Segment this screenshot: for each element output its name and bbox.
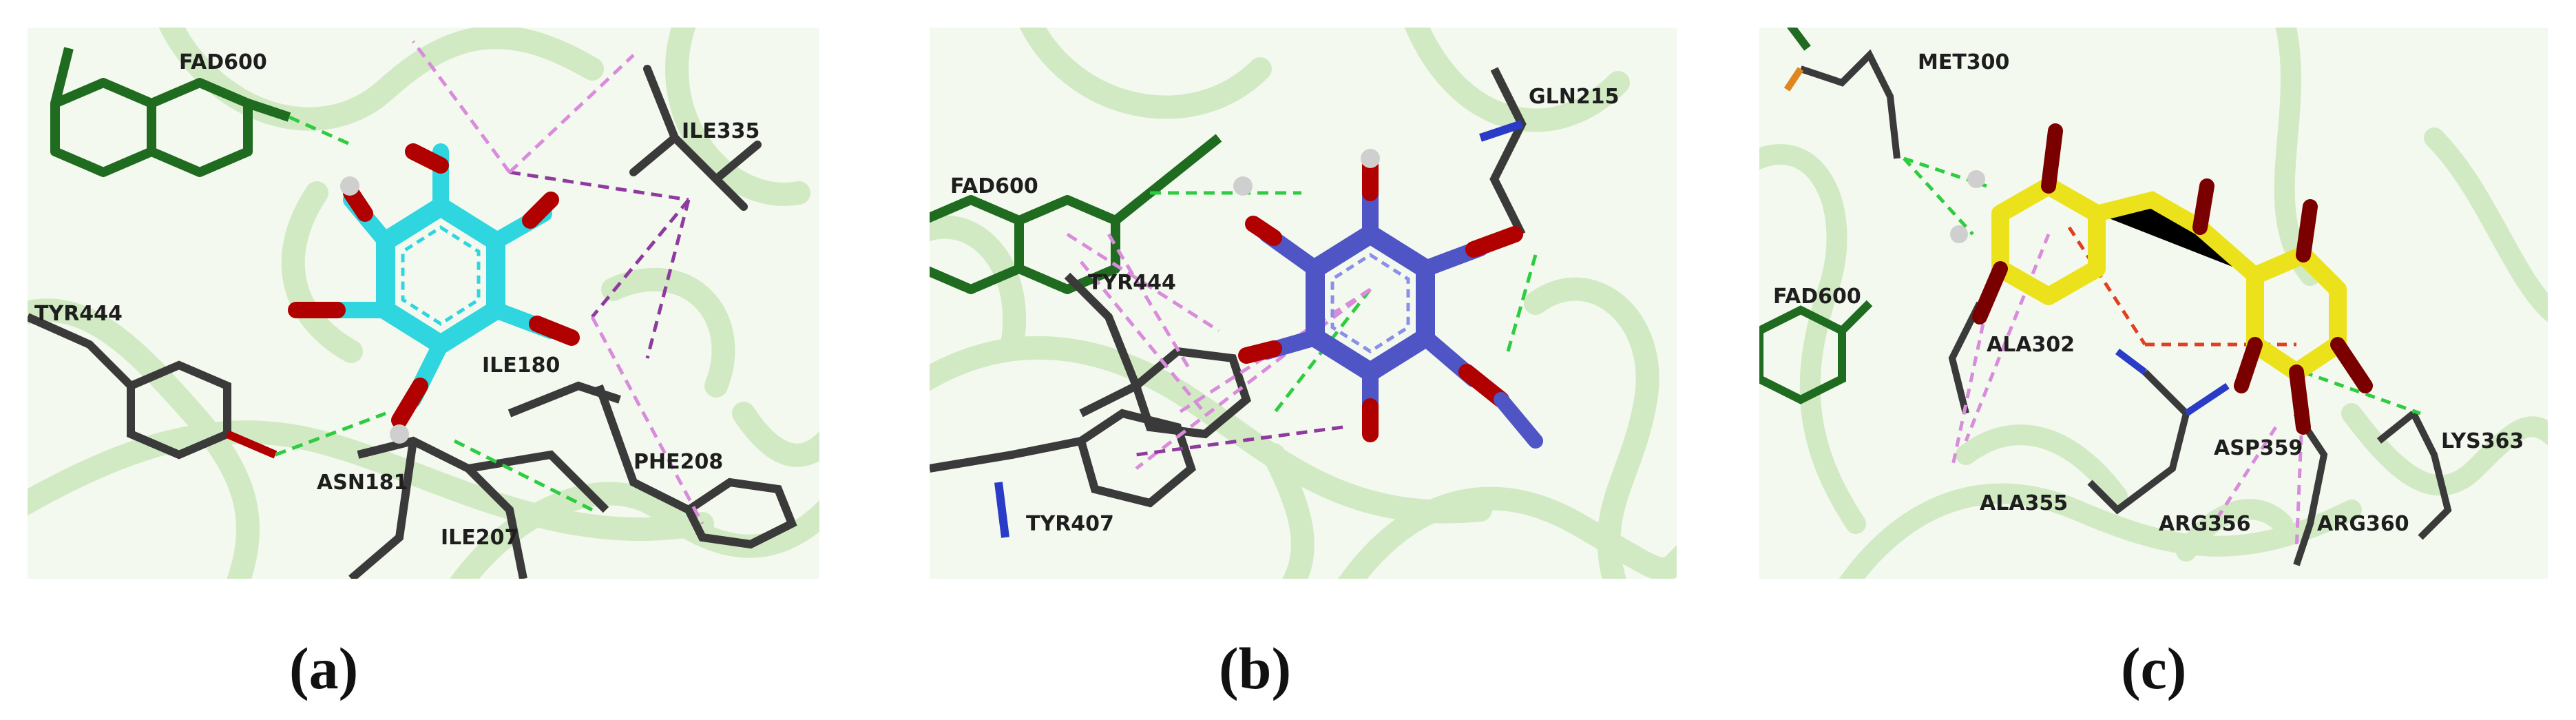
panel-b-docking-view: FAD600 GLN215 TYR444 TYR407 [930, 28, 1677, 579]
panel-b-molecular-render: FAD600 GLN215 TYR444 TYR407 [930, 28, 1677, 579]
caption-c: (c) [2121, 635, 2187, 701]
label-fad600: FAD600 [1773, 285, 1861, 309]
label-arg356: ARG356 [2159, 512, 2251, 536]
label-tyr444: TYR444 [34, 302, 123, 326]
label-ala355: ALA355 [1980, 491, 2068, 515]
protein-ribbons [1759, 28, 2548, 579]
lower-residues [1948, 301, 2452, 566]
label-arg360: ARG360 [2317, 512, 2409, 536]
label-phe208: PHE208 [633, 450, 723, 474]
interaction-lines [1903, 156, 2421, 552]
label-ile180: ILE180 [482, 353, 560, 378]
caption-b: (b) [1219, 635, 1292, 701]
label-ala302: ALA302 [1987, 333, 2075, 357]
interaction-lines [275, 40, 704, 525]
fad600-molecule [1759, 28, 1873, 404]
asn181-ile207-residues [348, 381, 621, 579]
protein-ribbons [930, 28, 1677, 579]
gln215-residue [1479, 67, 1527, 236]
label-met300: MET300 [1918, 50, 2009, 74]
label-asn181: ASN181 [317, 471, 408, 495]
label-tyr407: TYR407 [1026, 512, 1114, 536]
ligand-c [1950, 123, 2373, 435]
ligand-a [288, 143, 580, 444]
ile335-residue [629, 65, 762, 211]
panel-a-docking-view: FAD600 ILE335 TYR444 ILE180 PHE208 ASN18… [28, 28, 819, 579]
tyr444-tyr407-residues [930, 272, 1251, 538]
tyr444-residue [28, 313, 278, 460]
ligand-b [1233, 149, 1543, 449]
panel-a-molecular-render: FAD600 ILE335 TYR444 ILE180 PHE208 ASN18… [28, 28, 819, 579]
label-ile207: ILE207 [441, 526, 519, 550]
panel-c-molecular-render: MET300 FAD600 ALA302 ASP359 LYS363 ALA35… [1759, 28, 2548, 579]
fad600-molecule [930, 134, 1222, 294]
label-fad600: FAD600 [950, 174, 1038, 198]
fad600-molecule [50, 47, 291, 177]
label-asp359: ASP359 [2214, 436, 2303, 460]
caption-a: (a) [289, 635, 359, 701]
met300-residue [1783, 49, 1900, 159]
phe208-residue [595, 384, 797, 549]
label-fad600: FAD600 [179, 50, 267, 74]
protein-ribbons [28, 28, 819, 579]
interaction-lines [1066, 191, 1538, 470]
label-gln215: GLN215 [1529, 85, 1619, 109]
panel-c-docking-view: MET300 FAD600 ALA302 ASP359 LYS363 ALA35… [1759, 28, 2548, 579]
label-lys363: LYS363 [2441, 429, 2524, 453]
label-tyr444: TYR444 [1088, 271, 1176, 295]
label-ile335: ILE335 [682, 119, 760, 143]
